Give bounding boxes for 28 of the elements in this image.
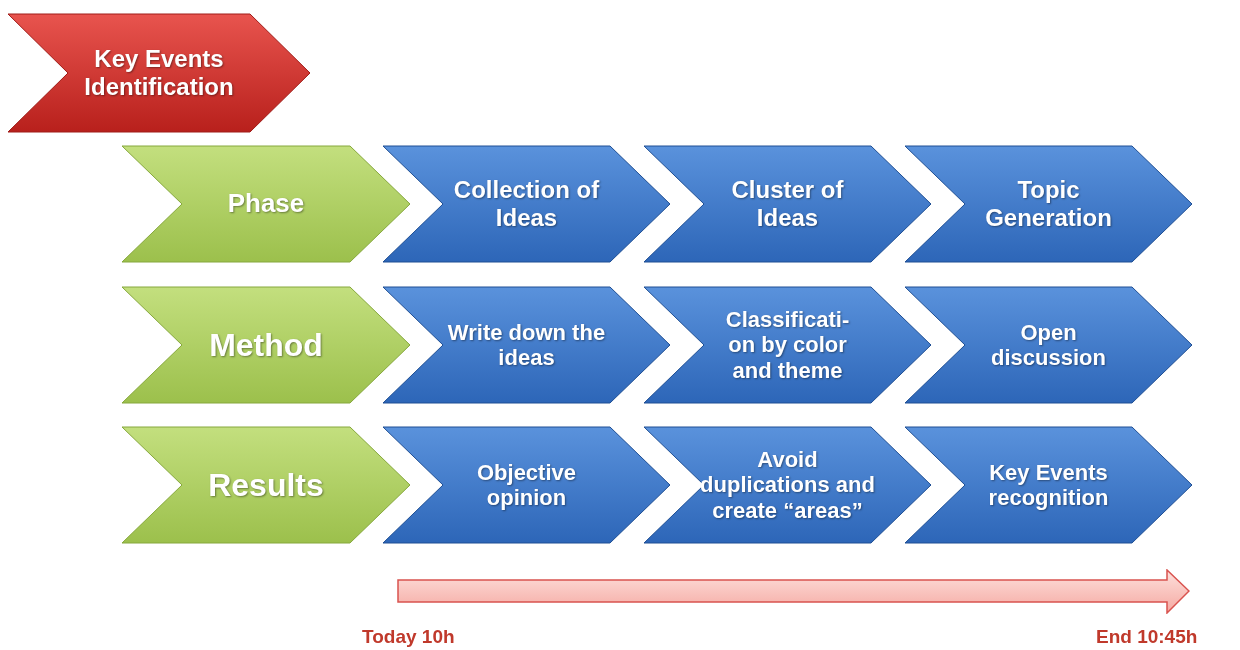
chevron-label: Phase bbox=[227, 189, 305, 219]
chevron-shape bbox=[383, 146, 670, 262]
chevron-label: Results bbox=[208, 466, 324, 504]
chevron-shape bbox=[122, 287, 410, 403]
chevron-shape bbox=[644, 146, 931, 262]
chevron-label: Write down the ideas bbox=[446, 319, 607, 371]
time-label: End 10:45h bbox=[1096, 626, 1198, 648]
chevron-shape bbox=[383, 427, 670, 543]
chevron-label: Classificati- on by color and theme bbox=[724, 307, 851, 383]
chevron-shape bbox=[644, 287, 931, 403]
time-label: Today 10h bbox=[362, 626, 455, 648]
chevron-label: Objective opinion bbox=[475, 459, 577, 511]
chevron-shape bbox=[8, 14, 310, 132]
chevron-shape bbox=[905, 146, 1192, 262]
chevron-label: Key Events Identification bbox=[83, 45, 235, 101]
chevron-label: Collection of Ideas bbox=[452, 176, 601, 232]
chevron-shape bbox=[905, 427, 1192, 543]
chevron-label: Key Events recognition bbox=[987, 459, 1110, 511]
chevron-label: Cluster of Ideas bbox=[730, 176, 845, 232]
chevron-shape bbox=[122, 427, 410, 543]
chevron-label: Method bbox=[209, 326, 323, 364]
chevron-shape bbox=[644, 427, 931, 543]
chevron-shape bbox=[905, 287, 1192, 403]
chevron-label: Avoid duplications and create “areas” bbox=[700, 447, 875, 523]
chevron-label: Topic Generation bbox=[984, 176, 1113, 232]
chevron-shape bbox=[383, 287, 670, 403]
chevron-shape bbox=[122, 146, 410, 262]
chevron-label: Open discussion bbox=[990, 319, 1107, 371]
